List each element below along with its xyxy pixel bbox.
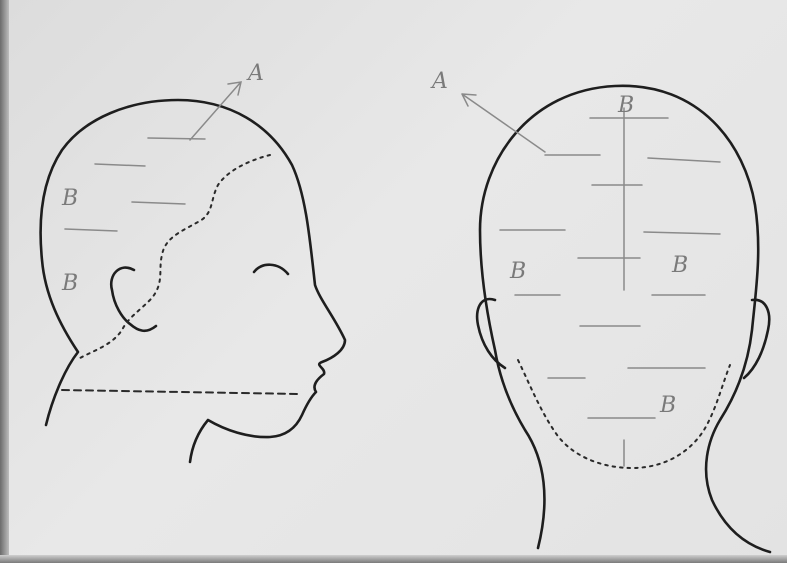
back-view-head: A B B B B <box>430 69 770 552</box>
side-hair-stroke <box>148 138 205 139</box>
side-eye <box>254 265 288 274</box>
side-hairline-boundary <box>80 155 270 358</box>
side-hair-stroke <box>65 229 117 231</box>
side-neckline <box>62 390 300 394</box>
back-label-b-left: B <box>509 259 526 284</box>
side-label-a: A <box>246 61 264 86</box>
side-hair-strokes <box>65 138 205 231</box>
back-hair-stroke <box>644 232 720 234</box>
back-label-a: A <box>430 69 448 94</box>
side-hair-stroke <box>95 164 145 166</box>
back-arrow-a <box>462 94 545 152</box>
back-head-outline <box>480 86 770 552</box>
back-label-b-bottom: B <box>659 393 676 418</box>
back-ear-right <box>744 300 769 378</box>
side-ear <box>111 268 156 331</box>
side-profile-head: A B B <box>41 61 345 462</box>
side-head-outline <box>41 100 345 462</box>
side-label-b-lower: B <box>61 271 78 296</box>
back-hair-stroke <box>648 158 720 162</box>
back-label-b-top: B <box>617 93 634 118</box>
side-label-b-upper: B <box>61 186 78 211</box>
back-label-b-right: B <box>671 253 688 278</box>
side-hair-stroke <box>132 202 185 204</box>
